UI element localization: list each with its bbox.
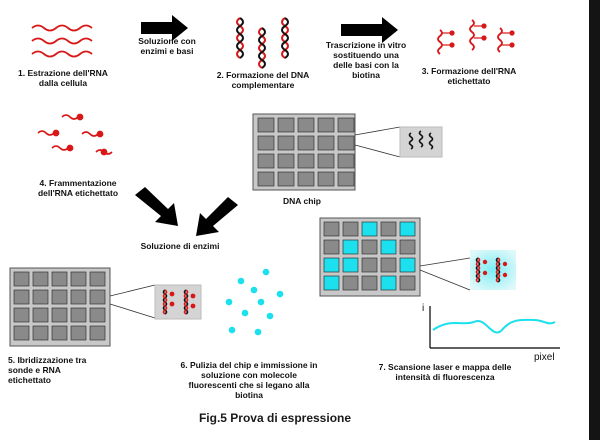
graph-y-axis-label: i bbox=[422, 303, 425, 314]
chip-cell bbox=[297, 171, 315, 187]
chip-cell bbox=[89, 307, 106, 323]
chip-cell bbox=[51, 307, 68, 323]
chip-cell bbox=[399, 221, 416, 237]
step-1-label: 1. Estrazione dell'RNA dalla cellula bbox=[18, 68, 108, 88]
chip-cell bbox=[399, 275, 416, 291]
chip-cell bbox=[32, 271, 49, 287]
chip-cell bbox=[32, 289, 49, 305]
chip-cell bbox=[317, 135, 335, 151]
chip-cell bbox=[13, 325, 30, 341]
intensity-graph bbox=[429, 306, 560, 349]
step-6-label: 6. Pulizia del chip e immissione in solu… bbox=[180, 360, 318, 400]
chip-cell bbox=[323, 275, 340, 291]
chip-cell bbox=[277, 153, 295, 169]
arrow-step1-to-step2 bbox=[141, 15, 188, 41]
chip-cell bbox=[399, 239, 416, 255]
chip-cell bbox=[337, 171, 355, 187]
chip-cell bbox=[361, 239, 378, 255]
chip-cell bbox=[32, 325, 49, 341]
chip-cell bbox=[13, 289, 30, 305]
chip-cell bbox=[337, 153, 355, 169]
step-5-label: 5. Ibridizzazione tra sonde e RNA etiche… bbox=[8, 355, 87, 385]
figure-caption: Fig.5 Prova di espressione bbox=[198, 411, 352, 425]
arrows-to-enzyme-solution bbox=[135, 187, 238, 236]
chip-cell bbox=[70, 325, 87, 341]
chip-cell bbox=[317, 117, 335, 133]
chip-cell bbox=[342, 275, 359, 291]
graph-x-axis-label: pixel bbox=[534, 352, 555, 363]
chip-cell bbox=[297, 135, 315, 151]
chip-cell bbox=[32, 307, 49, 323]
chip-cell bbox=[361, 257, 378, 273]
enzyme-solution-label: Soluzione di enzimi bbox=[140, 241, 220, 251]
chip-cell bbox=[257, 153, 275, 169]
chip-cell bbox=[70, 307, 87, 323]
arrow-label-in-vitro: Trascrizione in vitro sostituendo una de… bbox=[325, 40, 407, 80]
arrow-label-solution-enzymes: Soluzione con enzimi e basi bbox=[138, 36, 196, 56]
chip-cell bbox=[361, 221, 378, 237]
scanned-chip bbox=[319, 217, 516, 297]
cdna-helices bbox=[236, 17, 289, 69]
chip-cell bbox=[13, 271, 30, 287]
chip-cell bbox=[51, 289, 68, 305]
chip-cell bbox=[51, 325, 68, 341]
chip-cell bbox=[277, 117, 295, 133]
hybridization-chip bbox=[9, 267, 202, 347]
chip-cell bbox=[337, 117, 355, 133]
chip-cell bbox=[323, 257, 340, 273]
chip-cell bbox=[342, 257, 359, 273]
chip-cell bbox=[380, 221, 397, 237]
chip-cell bbox=[13, 307, 30, 323]
chip-cell bbox=[257, 135, 275, 151]
chip-cell bbox=[89, 271, 106, 287]
dna-chip-label: DNA chip bbox=[283, 196, 321, 206]
chip-cell bbox=[70, 271, 87, 287]
step-2-label: 2. Formazione del DNA complementare bbox=[216, 70, 310, 90]
dna-chip-center bbox=[252, 113, 443, 191]
chip-cell bbox=[342, 239, 359, 255]
chip-cell bbox=[70, 289, 87, 305]
chip-cell bbox=[297, 153, 315, 169]
chip-cell bbox=[257, 117, 275, 133]
chip-cell bbox=[317, 171, 335, 187]
chip-cell bbox=[323, 221, 340, 237]
chip-cell bbox=[89, 325, 106, 341]
chip-cell bbox=[51, 271, 68, 287]
step-7-label: 7. Scansione laser e mappa delle intensi… bbox=[378, 362, 512, 382]
chip-cell bbox=[317, 153, 335, 169]
chip-cell bbox=[399, 257, 416, 273]
chip-cell bbox=[89, 289, 106, 305]
chip-cell bbox=[323, 239, 340, 255]
chip-cell bbox=[277, 171, 295, 187]
step-3-label: 3. Formazione dell'RNA etichettato bbox=[421, 66, 517, 86]
chip-cell bbox=[342, 221, 359, 237]
fluorescent-molecules bbox=[225, 268, 284, 336]
chip-cell bbox=[380, 239, 397, 255]
labeled-rna bbox=[437, 19, 515, 55]
arrow-step2-to-step3 bbox=[341, 17, 398, 43]
chip-cell bbox=[257, 171, 275, 187]
chip-cell bbox=[361, 275, 378, 291]
chip-cell bbox=[277, 135, 295, 151]
chip-cell bbox=[380, 257, 397, 273]
step-4-label: 4. Frammentazione dell'RNA etichettato bbox=[37, 178, 119, 198]
chip-cell bbox=[297, 117, 315, 133]
chip-cell bbox=[337, 135, 355, 151]
right-edge-bar bbox=[589, 0, 600, 440]
rna-fragments bbox=[37, 113, 113, 156]
rna-strands bbox=[31, 24, 93, 58]
chip-cell bbox=[380, 275, 397, 291]
